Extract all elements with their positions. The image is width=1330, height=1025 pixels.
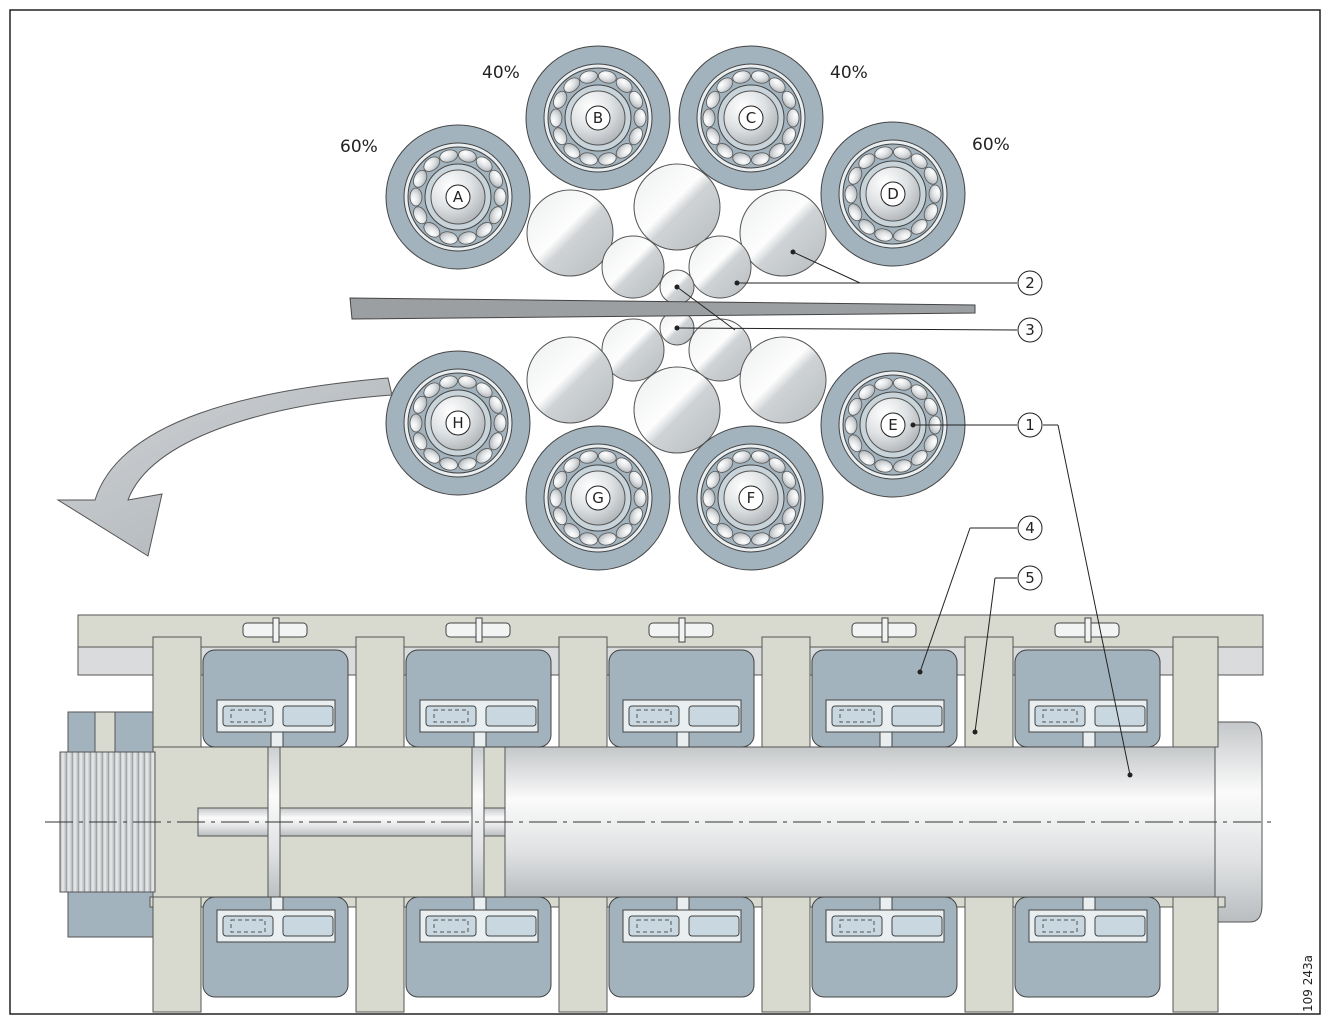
adjusting-pin xyxy=(242,617,308,643)
bearing-label-d: D xyxy=(887,185,899,203)
metal-strip xyxy=(349,297,976,320)
bearing-section xyxy=(761,636,958,748)
callout-1: 1 xyxy=(1017,412,1043,438)
oil-bore xyxy=(471,739,485,901)
bearing-a: A xyxy=(385,124,531,270)
bearing-b: B xyxy=(525,45,671,191)
bearing-c: C xyxy=(678,45,824,191)
bearing-label-a: A xyxy=(453,188,464,206)
adjusting-pin xyxy=(648,617,714,643)
bearing-section xyxy=(558,636,755,748)
roll-cluster: A B C D E F G H 60% 40% 40% 60% xyxy=(340,45,1010,571)
bearing-section xyxy=(152,636,349,748)
intermediate-roll xyxy=(601,318,665,382)
load-percentage-b: 40% xyxy=(482,63,520,83)
bearing-section xyxy=(152,896,349,1013)
adjusting-pin xyxy=(445,617,511,643)
load-percentage-a: 60% xyxy=(340,137,378,157)
bearing-section xyxy=(964,896,1161,1013)
curved-arrow-icon xyxy=(56,377,393,557)
intermediate-roll xyxy=(688,235,752,299)
callout-1-label: 1 xyxy=(1025,416,1035,434)
bearing-g: G xyxy=(525,425,671,571)
load-percentage-c: 40% xyxy=(830,63,868,83)
intermediate-roll xyxy=(633,163,721,251)
adjusting-pin xyxy=(1054,617,1120,643)
callout-4: 4 xyxy=(1017,515,1043,541)
callout-2: 2 xyxy=(1017,270,1043,296)
intermediate-roll xyxy=(526,189,614,277)
adjusting-pin xyxy=(851,617,917,643)
bearing-e: E xyxy=(820,352,966,498)
bearing-label-g: G xyxy=(592,489,604,507)
oil-bore xyxy=(267,739,281,901)
load-percentage-d: 60% xyxy=(972,135,1010,155)
backup-rolls xyxy=(526,163,827,454)
bearing-label-h: H xyxy=(452,414,463,432)
bearing-section xyxy=(355,636,552,748)
bearing-section xyxy=(558,896,755,1013)
callout-2-label: 2 xyxy=(1025,274,1035,292)
bearing-label-f: F xyxy=(747,489,756,507)
bearing-d: D xyxy=(820,121,966,267)
bearing-h: H xyxy=(385,350,531,496)
callout-5-label: 5 xyxy=(1025,569,1035,587)
set-screw xyxy=(94,711,116,753)
intermediate-roll xyxy=(739,336,827,424)
bearing-label-b: B xyxy=(593,109,603,127)
backup-bearings: A B C D E F G H xyxy=(385,45,966,571)
leader-lines xyxy=(674,249,1133,778)
callout-markers: 1 2 3 4 5 xyxy=(1017,270,1043,591)
intermediate-roll xyxy=(739,189,827,277)
bearing-label-e: E xyxy=(888,416,897,434)
bearing-section xyxy=(761,896,958,1013)
intermediate-roll xyxy=(526,336,614,424)
bearing-section xyxy=(355,896,552,1013)
callout-4-label: 4 xyxy=(1025,519,1035,537)
callout-3-label: 3 xyxy=(1025,321,1035,339)
bearing-section xyxy=(964,636,1161,748)
intermediate-roll xyxy=(601,235,665,299)
section-view xyxy=(45,614,1272,1013)
figure-number: 109 243a xyxy=(1301,955,1315,1012)
bearing-f: F xyxy=(678,425,824,571)
bearing-label-c: C xyxy=(746,109,756,127)
callout-3: 3 xyxy=(1017,317,1043,343)
bearing-sections xyxy=(152,617,1219,1013)
callout-5: 5 xyxy=(1017,565,1043,591)
intermediate-roll xyxy=(633,366,721,454)
